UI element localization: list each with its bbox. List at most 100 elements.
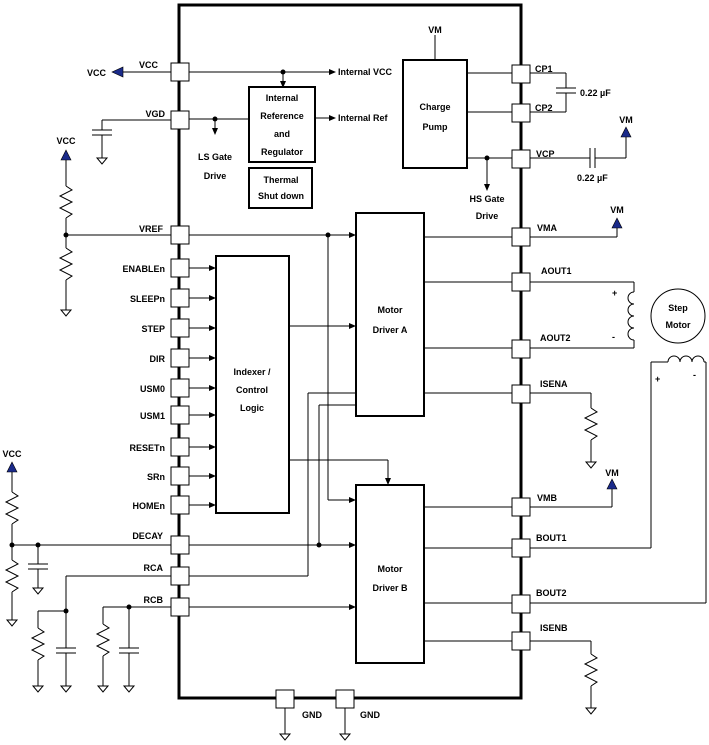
- vm-up-arrow-icon-2: [611, 217, 623, 229]
- svg-text:Control: Control: [236, 385, 268, 395]
- pin-aout2: AOUT2: [511, 333, 571, 359]
- svg-text:ISENB: ISENB: [540, 623, 568, 633]
- svg-text:Motor: Motor: [666, 320, 691, 330]
- pin-isena: ISENA: [511, 379, 568, 404]
- svg-text:Internal: Internal: [266, 93, 299, 103]
- svg-text:GND: GND: [360, 710, 381, 720]
- internal-wiring: Internal VCC LS Gate Drive Internal Ref …: [189, 35, 512, 642]
- svg-text:Step: Step: [668, 303, 688, 313]
- svg-text:Reference: Reference: [260, 111, 304, 121]
- svg-text:AOUT2: AOUT2: [540, 333, 571, 343]
- svg-text:VCP: VCP: [536, 149, 555, 159]
- charge-pump-block: Charge Pump: [402, 59, 468, 169]
- vcc-arrow-icon: [111, 66, 124, 78]
- svg-text:Pump: Pump: [422, 122, 448, 132]
- svg-text:BOUT2: BOUT2: [536, 588, 567, 598]
- svg-text:+: +: [655, 374, 660, 384]
- svg-text:-: -: [693, 370, 696, 380]
- pin-resetn: RESETn: [129, 437, 190, 457]
- svg-text:HOMEn: HOMEn: [133, 501, 166, 511]
- svg-text:Drive: Drive: [476, 211, 499, 221]
- svg-text:GND: GND: [302, 710, 323, 720]
- thermal-shutdown-block: Thermal Shut down: [248, 167, 313, 209]
- pin-rcb: RCB: [144, 595, 190, 617]
- svg-text:Internal VCC: Internal VCC: [338, 67, 393, 77]
- svg-text:Motor: Motor: [378, 305, 403, 315]
- pin-usm0: USM0: [140, 378, 190, 398]
- svg-text:VGD: VGD: [145, 109, 165, 119]
- svg-text:Driver A: Driver A: [373, 325, 408, 335]
- indexer-control-block: Indexer / Control Logic: [215, 255, 290, 514]
- svg-text:Thermal: Thermal: [263, 175, 298, 185]
- motor-driver-b-block: Motor Driver B: [355, 484, 425, 664]
- pin-vgd: VGD: [145, 109, 190, 130]
- pin-vmb: VMB: [511, 493, 558, 517]
- pin-usm1: USM1: [140, 405, 190, 425]
- svg-text:Motor: Motor: [378, 564, 403, 574]
- pin-gnd-1: GND: [275, 689, 323, 741]
- svg-text:VM: VM: [619, 115, 633, 125]
- pin-gnd-2: GND: [335, 689, 381, 741]
- svg-text:VM: VM: [605, 468, 619, 478]
- svg-text:STEP: STEP: [141, 324, 165, 334]
- svg-text:SLEEPn: SLEEPn: [130, 294, 165, 304]
- svg-text:and: and: [274, 129, 290, 139]
- vm-up-arrow-icon: [620, 126, 632, 138]
- svg-text:DIR: DIR: [150, 354, 166, 364]
- svg-text:BOUT1: BOUT1: [536, 533, 567, 543]
- svg-text:Indexer /: Indexer /: [233, 367, 271, 377]
- svg-text:VREF: VREF: [139, 224, 164, 234]
- svg-text:VCC: VCC: [87, 68, 107, 78]
- svg-text:Shut down: Shut down: [258, 191, 304, 201]
- svg-text:CP1: CP1: [535, 64, 553, 74]
- svg-text:-: -: [612, 332, 615, 342]
- step-motor-icon: [650, 288, 706, 344]
- svg-text:CP2: CP2: [535, 103, 553, 113]
- pin-sleepn: SLEEPn: [130, 288, 190, 308]
- pin-dir: DIR: [150, 348, 190, 368]
- svg-text:VCC: VCC: [2, 449, 22, 459]
- svg-text:+: +: [612, 288, 617, 298]
- svg-text:Internal Ref: Internal Ref: [338, 113, 389, 123]
- svg-text:SRn: SRn: [147, 472, 165, 482]
- pin-cp2: CP2: [511, 103, 553, 123]
- svg-text:LS Gate: LS Gate: [198, 152, 232, 162]
- svg-text:0.22 µF: 0.22 µF: [580, 88, 611, 98]
- svg-text:0.22 µF: 0.22 µF: [577, 173, 608, 183]
- svg-text:VMA: VMA: [537, 223, 558, 233]
- svg-text:Regulator: Regulator: [261, 147, 304, 157]
- pin-cp1: CP1: [511, 64, 553, 84]
- vcc-up-arrow-icon-2: [6, 461, 18, 473]
- external-left: VCC VCC VCC: [2, 66, 171, 693]
- svg-text:VCC: VCC: [139, 60, 159, 70]
- pin-homen: HOMEn: [133, 495, 190, 515]
- svg-text:DECAY: DECAY: [132, 531, 163, 541]
- svg-text:Drive: Drive: [204, 171, 227, 181]
- svg-text:VMB: VMB: [537, 493, 558, 503]
- svg-text:USM0: USM0: [140, 384, 165, 394]
- pin-vm-label: VM: [428, 25, 442, 35]
- vm-up-arrow-icon-3: [606, 478, 618, 490]
- right-pins: VM CP1 CP2 VCP VMA AOUT1 AOUT2 ISENA VMB…: [428, 25, 572, 651]
- svg-text:VCC: VCC: [56, 136, 76, 146]
- pin-rca: RCA: [144, 563, 190, 586]
- svg-text:AOUT1: AOUT1: [541, 266, 572, 276]
- svg-text:Logic: Logic: [240, 403, 264, 413]
- vcc-up-arrow-icon: [60, 149, 72, 161]
- svg-text:ISENA: ISENA: [540, 379, 568, 389]
- pin-srn: SRn: [147, 466, 190, 486]
- svg-text:RCB: RCB: [144, 595, 164, 605]
- svg-text:Driver B: Driver B: [372, 583, 408, 593]
- svg-text:USM1: USM1: [140, 411, 165, 421]
- pin-step: STEP: [141, 318, 190, 338]
- svg-text:RESETn: RESETn: [129, 443, 165, 453]
- motor-driver-a-block: Motor Driver A: [355, 212, 425, 417]
- bottom-pins: GND GND: [275, 689, 381, 741]
- pin-vref: VREF: [139, 224, 190, 245]
- pin-bout2: BOUT2: [511, 588, 567, 614]
- svg-text:RCA: RCA: [144, 563, 164, 573]
- coil-a-icon: [627, 291, 635, 341]
- svg-text:HS Gate: HS Gate: [469, 194, 504, 204]
- pin-vcc: VCC: [139, 60, 190, 82]
